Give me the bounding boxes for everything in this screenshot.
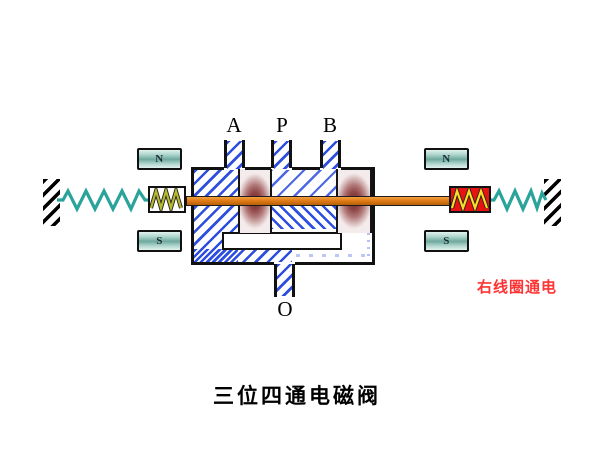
left-magnet-north-label: N xyxy=(155,153,164,165)
port-o-label: O xyxy=(277,297,293,321)
valve-body-top-edge xyxy=(341,167,375,170)
status-badge: 右线圈通电 xyxy=(476,279,557,296)
left-wall-anchor-icon xyxy=(43,179,60,226)
diagram-title: 三位四通电磁阀 xyxy=(213,384,381,408)
valve-body-top-edge xyxy=(191,167,224,170)
port-a-wall xyxy=(224,140,227,168)
left-magnet-north: N xyxy=(137,148,182,170)
valve-body-left-edge xyxy=(191,206,194,265)
residual-flow-bottom-right xyxy=(296,254,366,257)
right-magnet-south-label: S xyxy=(443,235,450,247)
flow-o-channel xyxy=(277,264,292,296)
flow-mid-chamber-upper xyxy=(270,170,336,200)
valve-body-left-edge xyxy=(191,167,194,196)
flow-a-channel xyxy=(227,141,242,169)
valve-inner-block xyxy=(222,232,342,250)
right-coil-energized-icon xyxy=(449,186,491,213)
valve-body-right-edge xyxy=(372,206,375,265)
port-p-label: P xyxy=(276,113,288,137)
port-a-wall xyxy=(242,140,245,168)
valve-body-bottom-edge xyxy=(191,262,274,265)
port-b-label: B xyxy=(322,113,337,137)
port-b-wall xyxy=(338,140,341,168)
right-magnet-north-label: N xyxy=(442,153,451,165)
left-coil-icon xyxy=(148,186,186,213)
valve-body-right-edge xyxy=(372,167,375,196)
left-magnet-south-label: S xyxy=(156,235,163,247)
valve-body-top-edge xyxy=(292,167,320,170)
right-magnet-south: S xyxy=(424,230,469,252)
flow-p-channel xyxy=(274,141,289,169)
port-p-wall xyxy=(271,140,274,168)
port-o-wall xyxy=(292,264,295,297)
valve-body-bottom-edge xyxy=(295,262,375,265)
port-p-wall xyxy=(289,140,292,168)
left-spring-icon xyxy=(57,187,149,213)
right-magnet-north: N xyxy=(424,148,469,170)
port-o-wall xyxy=(274,264,277,297)
port-a-label: A xyxy=(226,113,242,137)
right-wall-anchor-icon xyxy=(544,179,561,226)
flow-bottom-strip xyxy=(194,249,292,262)
left-magnet-south: S xyxy=(137,230,182,252)
right-spring-icon xyxy=(490,186,548,213)
flow-b-channel xyxy=(323,141,338,169)
valve-body-top-edge xyxy=(245,167,271,170)
port-b-wall xyxy=(320,140,323,168)
spool-rod xyxy=(186,196,450,206)
flow-mid-chamber-lower xyxy=(270,205,336,229)
